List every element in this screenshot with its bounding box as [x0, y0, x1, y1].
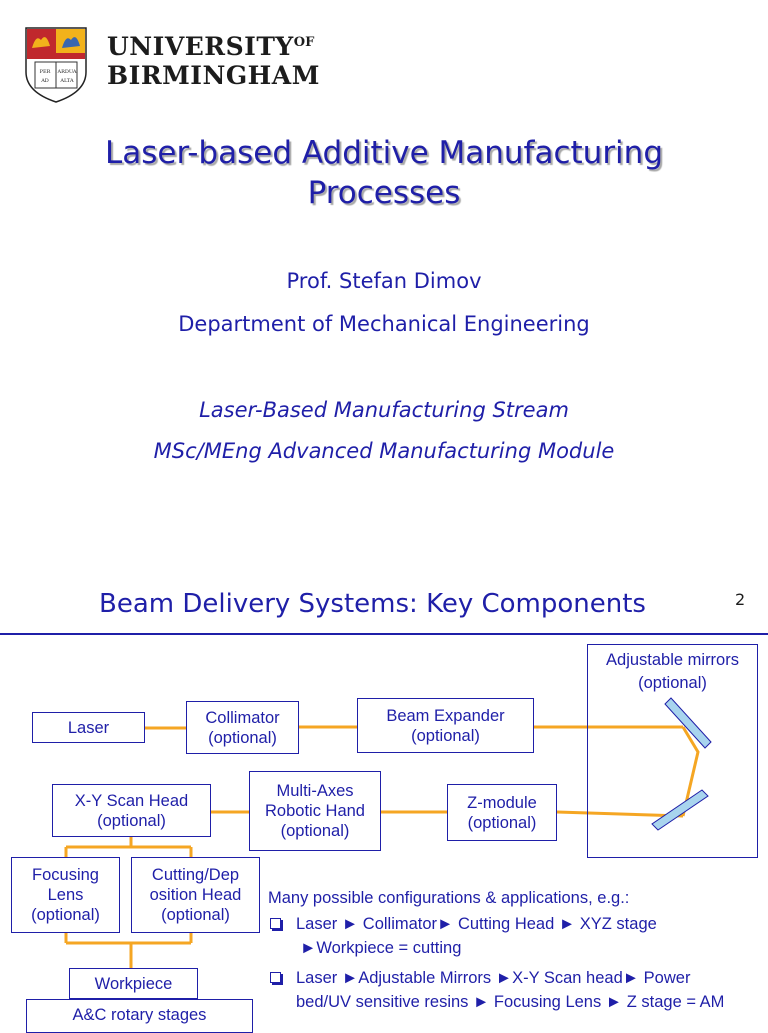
rotary-stages-box: A&C rotary stages — [26, 999, 253, 1033]
university-name-line2: BIRMINGHAM — [107, 61, 320, 90]
title-line-2: Processes — [307, 175, 461, 211]
page-number: 2 — [735, 590, 746, 609]
bullet-box-icon — [270, 918, 281, 929]
note2-line2: bed/UV sensitive resins ► Focusing Lens … — [296, 993, 725, 1011]
crest-motto-3: AD — [40, 78, 49, 84]
robotic-hand-box: Multi-Axes Robotic Hand (optional) — [249, 771, 381, 851]
beam-expander-box: Beam Expander (optional) — [357, 698, 534, 753]
note2-line1: Laser ►Adjustable Mirrors ►X-Y Scan head… — [296, 969, 691, 987]
beam-path-diagram — [64, 697, 712, 968]
crest-motto-1: PER — [40, 69, 51, 75]
stream-name: Laser-Based Manufacturing Stream — [199, 398, 569, 422]
z-module-box: Z-module (optional) — [447, 784, 557, 841]
configuration-notes: Many possible configurations & applicati… — [268, 886, 763, 1014]
adjustable-mirrors-panel: Adjustable mirrors (optional) — [587, 644, 758, 858]
title-rule — [0, 633, 768, 635]
note1-line2: ►Workpiece = cutting — [300, 939, 462, 957]
beam-delivery-slide: Beam Delivery Systems: Key Components 2 — [0, 576, 768, 1033]
notes-intro: Many possible configurations & applicati… — [268, 889, 630, 907]
module-name: MSc/MEng Advanced Manufacturing Module — [153, 439, 615, 463]
scan-head-box: X-Y Scan Head (optional) — [52, 784, 211, 837]
collimator-box: Collimator (optional) — [186, 701, 299, 754]
crest-motto-2: ARDUA — [56, 69, 76, 75]
title-line-1: Laser-based Additive Manufacturing — [104, 135, 663, 171]
university-crest-icon: PER ARDUA AD ALTA — [25, 27, 87, 103]
slide-title: Beam Delivery Systems: Key Components — [99, 589, 646, 619]
university-name: UNIVERSITYOF BIRMINGHAM — [107, 28, 320, 90]
presentation-title: Laser-based Additive Manufacturing Proce… — [0, 133, 768, 213]
title-slide: PER ARDUA AD ALTA UNIVERSITYOF BIRMINGHA… — [0, 27, 768, 463]
lower-mirror-icon — [651, 789, 709, 831]
focusing-lens-box: Focusing Lens (optional) — [11, 857, 120, 933]
cutting-head-box: Cutting/Dep osition Head (optional) — [131, 857, 260, 933]
note1-line1: Laser ► Collimator► Cutting Head ► XYZ s… — [296, 915, 657, 933]
university-name-of: OF — [293, 35, 315, 50]
bullet-box-icon — [270, 972, 281, 983]
adjustable-mirrors-label: Adjustable mirrors (optional) — [606, 651, 739, 692]
department-name: Department of Mechanical Engineering — [178, 312, 590, 336]
laser-box: Laser — [32, 712, 145, 743]
university-name-line1: UNIVERSITY — [107, 32, 294, 61]
note-item-am: Laser ►Adjustable Mirrors ►X-Y Scan head… — [268, 966, 763, 1014]
connector-mirror-mirror — [681, 726, 700, 817]
crest-motto-4: ALTA — [59, 78, 74, 84]
note-item-cutting: Laser ► Collimator► Cutting Head ► XYZ s… — [268, 912, 763, 960]
upper-mirror-icon — [664, 697, 712, 749]
workpiece-box: Workpiece — [69, 968, 198, 999]
connector-mirror-zmodule — [556, 810, 684, 818]
author-name: Prof. Stefan Dimov — [286, 269, 482, 293]
